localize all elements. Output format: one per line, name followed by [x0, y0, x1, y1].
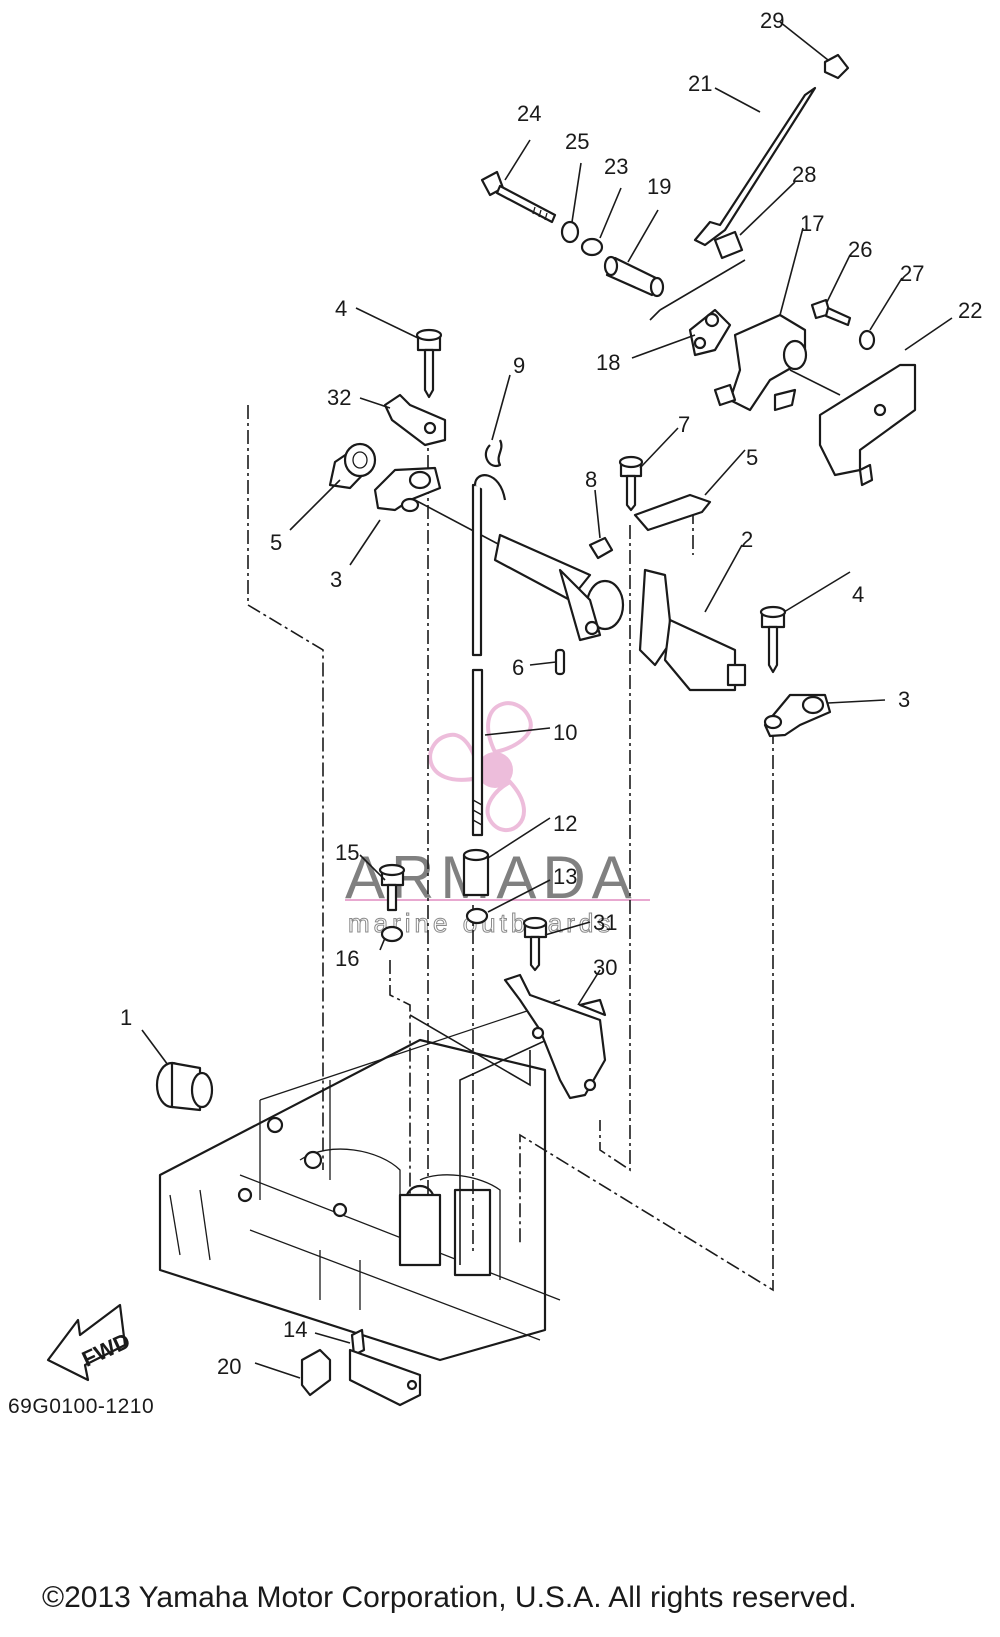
part-12-collar — [462, 848, 490, 897]
label-21: 21 — [688, 71, 712, 96]
label-29: 29 — [760, 8, 784, 33]
label-14: 14 — [283, 1317, 307, 1342]
part-11-clip — [484, 439, 503, 468]
part-22-bracket — [818, 363, 917, 487]
part-29-nut — [823, 53, 850, 80]
part-1-grommet — [155, 1061, 214, 1112]
label-30: 30 — [593, 955, 617, 980]
part-2-shift-lever — [493, 533, 747, 692]
label-12: 12 — [553, 811, 577, 836]
copyright-notice: ©2013 Yamaha Motor Corporation, U.S.A. A… — [42, 1581, 857, 1614]
label-24: 24 — [517, 101, 541, 126]
label-23: 23 — [604, 154, 628, 179]
label-19: 18 — [596, 350, 620, 375]
part-14-clip — [350, 1328, 366, 1357]
part-19-link-lever — [688, 308, 732, 357]
part-21-link-rod — [693, 86, 817, 247]
part-7-plate — [633, 493, 712, 532]
watermark-logo — [428, 701, 533, 832]
bottom-cowling — [158, 999, 561, 1362]
label-11: 9 — [513, 353, 525, 378]
label-16: 16 — [335, 946, 359, 971]
part-26-bolt — [810, 298, 852, 327]
label-22: 22 — [958, 298, 982, 323]
label-25: 25 — [565, 129, 589, 154]
label-20: 19 — [647, 174, 671, 199]
label-1: 1 — [120, 1005, 132, 1030]
assembly-lines — [247, 259, 841, 1292]
label-7: 5 — [746, 445, 758, 470]
label-28: 28 — [792, 162, 816, 187]
part-9-bolt — [618, 455, 644, 512]
part-4-bolt-lower — [759, 605, 787, 674]
label-32: 32 — [327, 385, 351, 410]
part-16-washer — [380, 925, 404, 943]
label-3-lower: 3 — [898, 687, 910, 712]
part-25-washer — [560, 220, 580, 244]
label-17: 20 — [217, 1354, 241, 1379]
label-18: 17 — [800, 211, 824, 236]
part-32-bracket — [383, 393, 447, 447]
part-17-bracket — [300, 1348, 422, 1407]
part-3-rod-joint-upper — [373, 466, 442, 513]
part-4-bolt-upper — [415, 328, 443, 399]
label-26: 26 — [848, 237, 872, 262]
label-4-upper: 4 — [335, 296, 347, 321]
fwd-arrow: FWD — [46, 1303, 134, 1382]
part-23-washer — [580, 237, 604, 257]
label-5: 5 — [270, 530, 282, 555]
part-18-throttle-lever — [713, 313, 808, 412]
part-27-washer — [858, 329, 876, 351]
part-13-washer — [465, 907, 489, 925]
label-6: 6 — [512, 655, 524, 680]
part-31-bolt — [522, 916, 548, 972]
diagram-code: 69G0100-1210 — [8, 1395, 155, 1418]
label-13: 13 — [553, 864, 577, 889]
part-20-collar — [603, 255, 665, 298]
part-8-clip — [588, 536, 614, 560]
part-5-clip — [328, 442, 377, 490]
part-6-pin — [554, 648, 566, 676]
label-9: 7 — [678, 412, 690, 437]
label-27: 27 — [900, 261, 924, 286]
label-15: 15 — [335, 840, 359, 865]
part-15-bolt — [378, 863, 406, 912]
label-3-upper: 3 — [330, 567, 342, 592]
label-leaders — [141, 21, 953, 1379]
part-10-shift-rod — [471, 474, 507, 837]
label-2: 2 — [741, 527, 753, 552]
label-8: 8 — [585, 467, 597, 492]
part-labels: 29 21 24 25 23 19 28 17 26 27 22 18 4 32… — [120, 8, 982, 1379]
label-31: 31 — [593, 910, 617, 935]
part-28-clip — [713, 230, 744, 260]
part-3-rod-joint-lower — [763, 693, 832, 738]
label-10: 10 — [553, 720, 577, 745]
part-30-bracket — [503, 973, 607, 1100]
label-4-lower: 4 — [852, 582, 864, 607]
part-24-bolt — [480, 170, 557, 224]
